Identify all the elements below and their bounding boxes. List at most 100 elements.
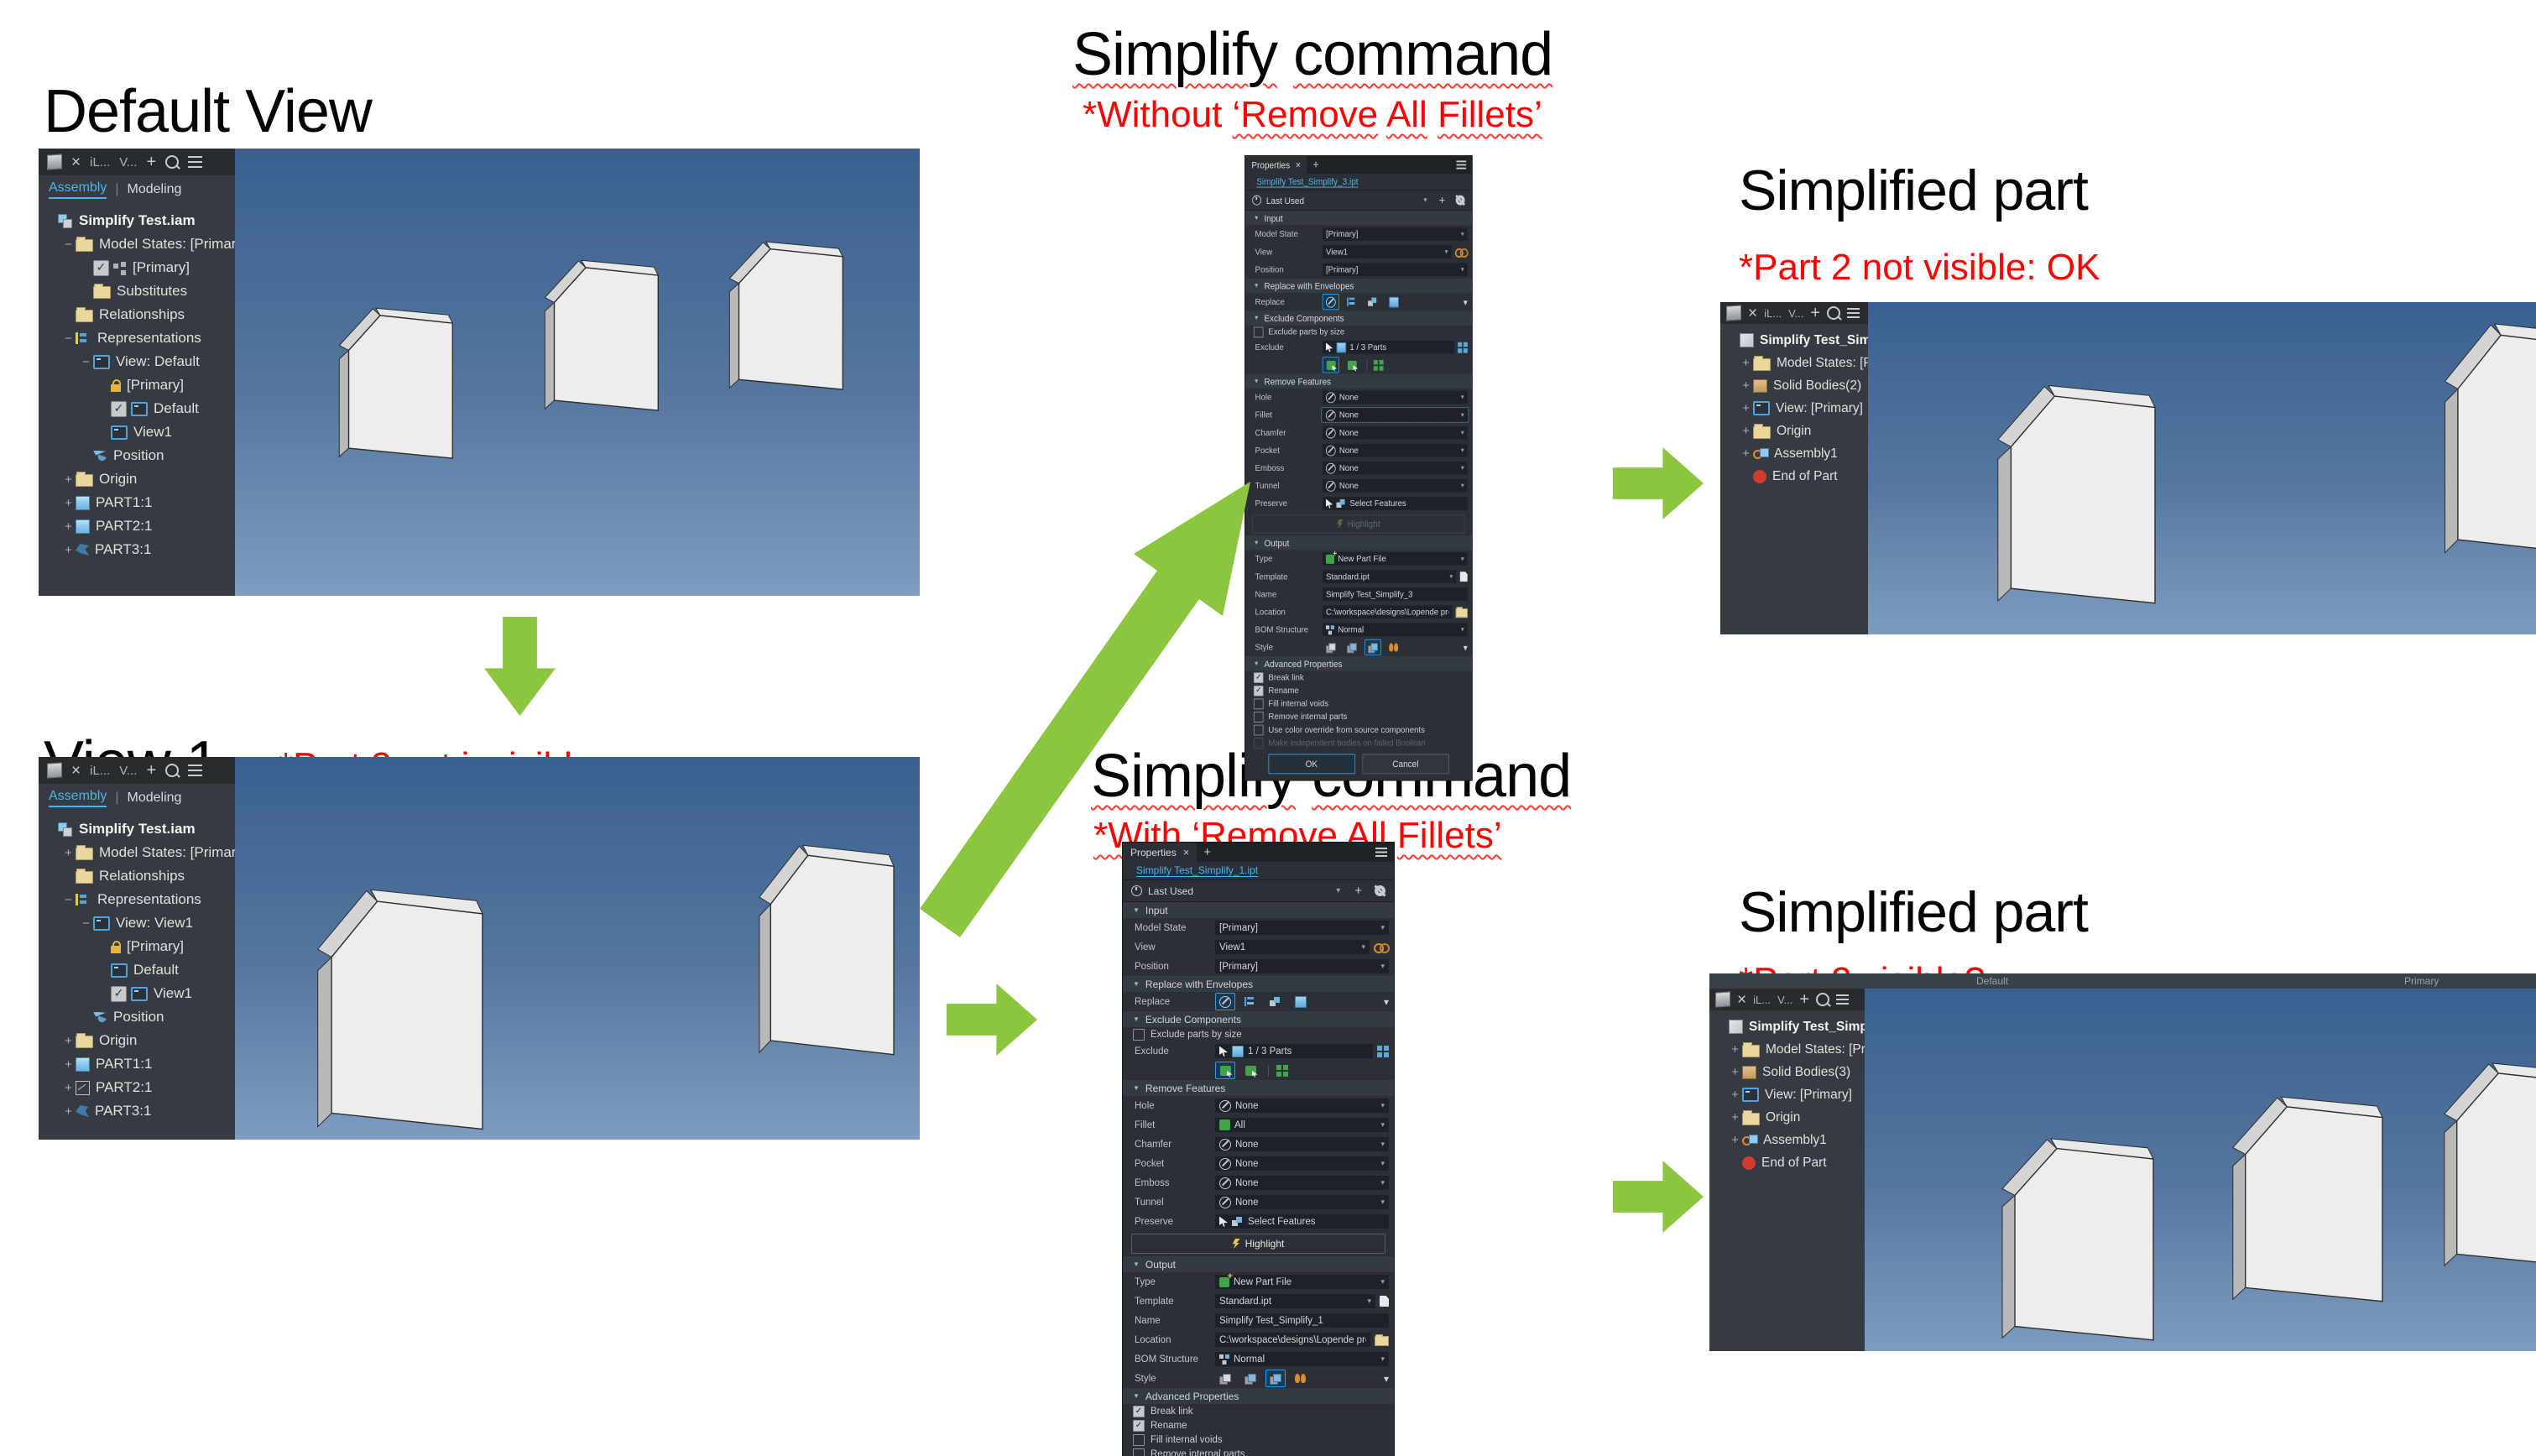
dropdown-caret-icon[interactable]: ▾ [1380, 962, 1385, 970]
property-field[interactable]: Normal▾ [1322, 623, 1468, 637]
tree-item[interactable]: +PART1:1 [39, 491, 235, 514]
property-field[interactable]: None▾ [1215, 1176, 1389, 1190]
property-field[interactable]: None▾ [1215, 1156, 1389, 1171]
section-collapse-icon[interactable]: ▼ [1133, 1084, 1140, 1092]
tree-item[interactable]: ✓Default [39, 397, 235, 420]
tree-item[interactable]: −View: View1 [39, 911, 235, 935]
checkbox-row[interactable]: Make independent bodies on failed Boolea… [1245, 736, 1472, 749]
expand-toggle-icon[interactable]: + [65, 1033, 72, 1048]
dropdown-caret-icon[interactable]: ▾ [1463, 296, 1468, 308]
expand-toggle-icon[interactable]: + [65, 1057, 72, 1072]
tree-item[interactable]: Simplify Test_Simplify_3.ipt [1720, 329, 1868, 352]
style-option-4[interactable] [1385, 639, 1402, 655]
part-cube-icon[interactable] [47, 762, 62, 779]
tab-modeling[interactable]: Modeling [127, 791, 182, 805]
tree-item[interactable]: −Representations [39, 888, 235, 911]
tree-item[interactable]: View1 [39, 420, 235, 444]
tree-item[interactable]: −Model States: [Primary] [39, 232, 235, 256]
checkbox-row[interactable]: ✓Rename [1123, 1418, 1394, 1433]
tree-item[interactable]: ✓[Primary] [39, 256, 235, 279]
expand-toggle-icon[interactable]: + [65, 519, 72, 534]
tree-item[interactable]: +Origin [39, 467, 235, 491]
dropdown-caret-icon[interactable]: ▾ [1361, 942, 1365, 951]
dropdown-caret-icon[interactable]: ▾ [1449, 572, 1453, 581]
dropdown-caret-icon[interactable]: ▾ [1460, 410, 1464, 419]
dropdown-caret-icon[interactable]: ▾ [1367, 1297, 1371, 1305]
replace-single-option[interactable] [1291, 993, 1311, 1010]
property-field[interactable]: None▾ [1322, 443, 1468, 457]
checkbox-icon[interactable] [1133, 1448, 1145, 1456]
search-icon[interactable] [1827, 306, 1841, 320]
view-tab[interactable]: V... [119, 763, 138, 778]
viewport-3d-simplify1[interactable] [1865, 989, 2536, 1351]
ilogic-tab[interactable]: iL... [1764, 306, 1782, 320]
expand-toggle-icon[interactable]: + [1742, 401, 1750, 415]
panel-menu-icon[interactable] [1375, 848, 1387, 849]
property-field[interactable]: Simplify Test_Simplify_3 [1322, 587, 1468, 601]
checkbox-icon[interactable] [1133, 1028, 1145, 1041]
dropdown-caret-icon[interactable]: ▾ [1383, 1372, 1389, 1385]
expand-toggle-icon[interactable]: − [65, 892, 72, 907]
tree-item[interactable]: −Representations [39, 326, 235, 350]
tree-item[interactable]: +Assembly1 [1720, 442, 1868, 465]
checkbox-icon[interactable]: ✓ [1133, 1405, 1145, 1417]
property-field[interactable]: None▾ [1322, 425, 1468, 440]
tree-item[interactable]: [Primary] [39, 935, 235, 958]
property-field[interactable]: Normal▾ [1215, 1352, 1389, 1366]
checkbox-row[interactable]: ✓Break link [1123, 1404, 1394, 1418]
file-icon[interactable] [1459, 571, 1468, 582]
expand-toggle-icon[interactable]: + [1742, 446, 1750, 461]
add-preset-icon[interactable]: + [1438, 193, 1446, 207]
tree-item[interactable]: +PART1:1 [39, 1052, 235, 1076]
tree-item[interactable]: +Origin [1709, 1106, 1865, 1129]
checkbox-row[interactable]: Exclude parts by size [1123, 1027, 1394, 1041]
checkbox-row[interactable]: Fill internal voids [1123, 1433, 1394, 1447]
checkbox-icon[interactable] [1253, 326, 1264, 337]
replace-each-top-option[interactable] [1240, 993, 1260, 1010]
tree-item[interactable]: +PART3:1 [39, 1099, 235, 1123]
menu-icon[interactable] [188, 764, 203, 767]
tree-item[interactable]: +Solid Bodies(3) [1709, 1061, 1865, 1083]
dropdown-caret-icon[interactable]: ▾ [1380, 923, 1385, 932]
replace-bodies-option[interactable] [1365, 294, 1381, 310]
checkbox-row[interactable]: ✓Break link [1245, 671, 1472, 684]
visibility-checkbox[interactable]: ✓ [93, 259, 109, 276]
section-collapse-icon[interactable]: ▼ [1133, 980, 1140, 988]
property-field[interactable]: C:\workspace\designs\Lopende projecten\A… [1215, 1333, 1370, 1347]
preset-row[interactable]: Last Used▾+ [1245, 190, 1472, 211]
expand-toggle-icon[interactable]: + [1731, 1088, 1739, 1102]
green-grid-icon[interactable] [1276, 1064, 1281, 1070]
checkbox-row[interactable]: Remove internal parts [1245, 710, 1472, 723]
dropdown-caret-icon[interactable]: ▾ [1460, 625, 1464, 634]
dropdown-caret-icon[interactable]: ▾ [1463, 642, 1468, 653]
tree-item[interactable]: +View: [Primary] [1720, 397, 1868, 420]
section-collapse-icon[interactable]: ▼ [1253, 539, 1260, 546]
panel-menu-icon[interactable] [1456, 160, 1467, 163]
highlight-button[interactable]: Highlight [1252, 514, 1465, 534]
dropdown-caret-icon[interactable]: ▾ [1444, 248, 1448, 256]
tree-item[interactable]: Substitutes [39, 279, 235, 303]
property-field[interactable]: Select Features [1322, 497, 1468, 510]
checkbox-row[interactable]: Exclude parts by size [1245, 326, 1472, 339]
checkbox-icon[interactable] [1253, 697, 1264, 709]
expand-toggle-icon[interactable]: + [65, 542, 72, 557]
dropdown-caret-icon[interactable]: ▾ [1460, 265, 1464, 274]
tree-item[interactable]: +Model States: [Primary] [39, 841, 235, 864]
replace-each-top-option[interactable] [1344, 294, 1360, 310]
expand-toggle-icon[interactable]: + [1731, 1065, 1739, 1079]
property-field[interactable]: Standard.ipt▾ [1322, 570, 1457, 583]
menu-icon[interactable] [1836, 994, 1850, 997]
expand-toggle-icon[interactable]: + [1731, 1110, 1739, 1125]
property-field[interactable]: All▾ [1215, 1118, 1389, 1132]
properties-tab[interactable]: Properties× [1245, 155, 1307, 175]
link2-icon[interactable] [1374, 942, 1390, 953]
checkbox-icon[interactable]: ✓ [1253, 671, 1264, 683]
link2-icon[interactable] [1454, 248, 1469, 258]
menu-icon[interactable] [188, 155, 203, 159]
section-header[interactable]: ▼Output [1245, 535, 1472, 551]
style-option-2[interactable] [1240, 1370, 1260, 1387]
dropdown-caret-icon[interactable]: ▾ [1380, 1120, 1385, 1129]
tab-assembly[interactable]: Assembly [49, 180, 107, 199]
tree-item[interactable]: +Model States: [Primary] [1709, 1038, 1865, 1061]
dropdown-caret-icon[interactable]: ▾ [1380, 1140, 1385, 1148]
